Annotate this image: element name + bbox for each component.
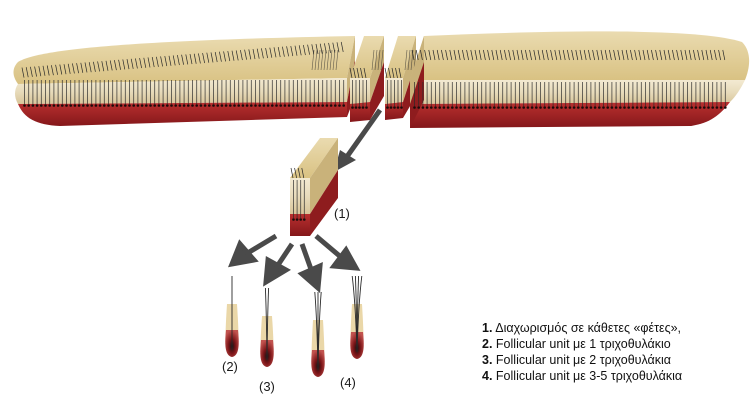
arrow-unit-1 — [228, 239, 259, 268]
arrow-unit-2 — [263, 255, 291, 287]
legend-item-2: 2. Follicular unit με 1 τριχοθυλάκιο — [482, 337, 671, 351]
follicular-unit-3 — [311, 291, 325, 377]
cut-slice-b-hairs — [384, 49, 417, 109]
strip-left-hairs — [21, 41, 346, 107]
legend-item-4: 4. Follicular unit με 3-5 τριχοθυλάκια — [482, 369, 683, 383]
isolated-slice — [290, 49, 339, 236]
strip-right-end — [410, 36, 424, 104]
donor-strip-right — [410, 31, 750, 128]
arrow-unit-4 — [329, 245, 361, 271]
strip-left-end — [347, 36, 355, 102]
strip-right-top — [410, 31, 750, 80]
cut-slice-a-hairs — [349, 49, 384, 109]
fan-arrows — [228, 233, 361, 294]
cut-slice-a — [349, 36, 384, 122]
follicular-unit-1 — [225, 276, 239, 357]
strip-left-top — [13, 36, 355, 84]
strip-left-dermis — [18, 102, 347, 126]
strip-right-end-red — [410, 62, 424, 128]
label-slice: (1) — [334, 206, 350, 221]
label-unit-2: (3) — [259, 379, 275, 394]
arrow-unit-3 — [297, 261, 323, 294]
legend-item-3: 3. Follicular unit με 2 τριχοθυλάκια — [482, 353, 672, 367]
legend: 1. Διαχωρισμός σε κάθετες «φέτες», 2. Fo… — [482, 320, 682, 384]
follicular-unit-4 — [350, 275, 364, 359]
legend-item-1: 1. Διαχωρισμός σε κάθετες «φέτες», — [482, 321, 682, 335]
follicular-unit-2 — [260, 287, 274, 367]
isolated-slice-hairs — [290, 49, 339, 221]
strip-right-hairs — [411, 49, 727, 109]
label-unit-3: (4) — [340, 375, 356, 390]
follicular-units — [225, 275, 364, 377]
strip-right-epidermis — [410, 80, 745, 104]
arrow-to-slice — [334, 108, 383, 172]
donor-strip-left — [13, 36, 355, 126]
label-unit-1: (2) — [222, 359, 238, 374]
